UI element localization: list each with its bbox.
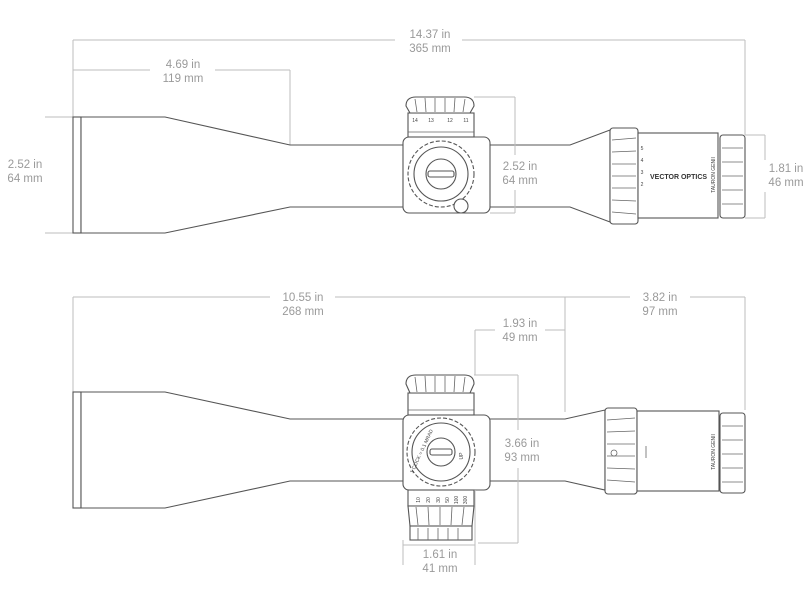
parallax-number: 50: [445, 497, 451, 503]
turret-to-eyepiece-in: 1.93 in: [503, 318, 538, 330]
parallax-number: 30: [436, 497, 442, 503]
parallax-number: 10: [416, 497, 422, 503]
overall-length-mm: 365 mm: [409, 43, 451, 55]
parallax-number: 300: [463, 496, 469, 505]
top-dimension-lines: [45, 39, 766, 234]
ocular-diameter-in: 1.81 in: [769, 163, 804, 175]
overall-length-in: 14.37 in: [410, 29, 451, 41]
model-label: TAURON GENII: [711, 157, 717, 193]
turret-total-height-mm: 93 mm: [504, 452, 539, 464]
scope-top-view: [72, 96, 746, 234]
objective-length-mm: 119 mm: [163, 73, 204, 85]
turret-height-mm: 64 mm: [502, 175, 537, 187]
turret-width-in: 1.61 in: [423, 549, 458, 561]
turret-width-mm: 41 mm: [422, 563, 457, 575]
brand-logo: VECTOR OPTICS: [650, 174, 707, 181]
power-number: 3: [641, 170, 644, 176]
objective-length-in: 4.69 in: [166, 59, 201, 71]
rear-length-in: 3.82 in: [643, 292, 678, 304]
objective-diameter-in: 2.52 in: [8, 159, 43, 171]
turret-to-eyepiece-mm: 49 mm: [502, 332, 537, 344]
model-label-side: TAURON GENII: [711, 434, 717, 470]
power-number: 2: [641, 182, 644, 188]
rear-length-mm: 97 mm: [642, 306, 677, 318]
power-number: 5: [641, 146, 644, 152]
turret-number: 11: [463, 118, 468, 124]
parallax-number: 100: [454, 496, 460, 505]
objective-diameter-mm: 64 mm: [7, 173, 42, 185]
turret-number: 13: [428, 118, 434, 124]
front-length-mm: 268 mm: [282, 306, 324, 318]
turret-number: 14: [412, 118, 418, 124]
ocular-diameter-mm: 46 mm: [768, 177, 803, 189]
turret-height-in: 2.52 in: [503, 161, 538, 173]
bottom-dimension-lines: [72, 296, 746, 565]
turret-total-height-in: 3.66 in: [505, 438, 540, 450]
text-layer: 14.37 in 365 mm 4.69 in 119 mm 2.52 in 6…: [7, 29, 803, 575]
turret-number: 12: [447, 118, 453, 124]
power-number: 4: [641, 158, 644, 164]
scope-side-view: [72, 374, 746, 541]
parallax-number: 20: [426, 497, 432, 503]
direction-label: UP: [459, 452, 465, 460]
front-length-in: 10.55 in: [283, 292, 324, 304]
